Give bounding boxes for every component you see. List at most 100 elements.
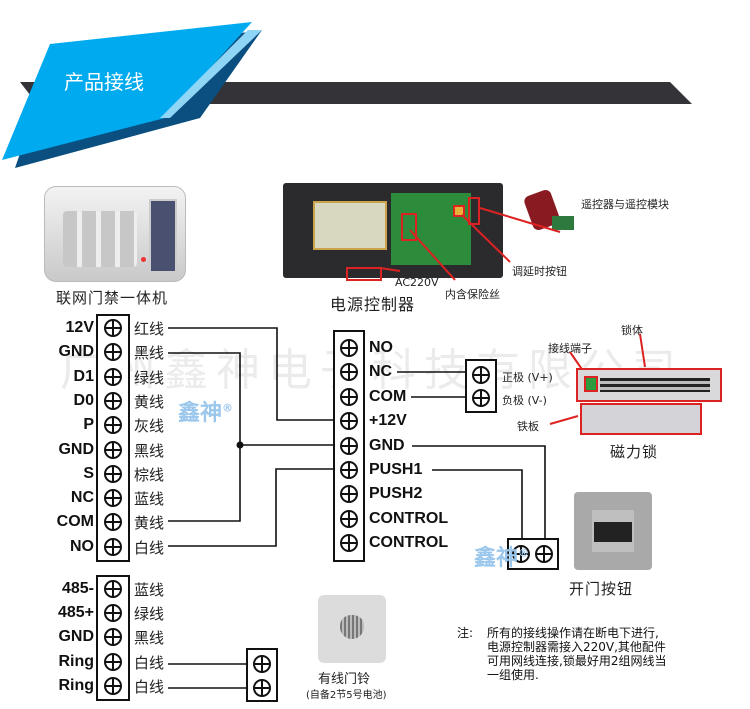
screw-terminal[interactable]: [340, 436, 358, 455]
wire-color-label: 棕线: [134, 465, 165, 484]
ac-highlight: [346, 267, 382, 281]
screw-terminal[interactable]: [104, 440, 122, 459]
doorbell-image[interactable]: [318, 595, 386, 663]
lock-positive-label: 正极 (V+): [502, 371, 553, 384]
lock-negative-label: 负极 (V-): [502, 394, 547, 407]
screw-terminal[interactable]: [104, 513, 122, 532]
exit-terminal-2[interactable]: [535, 545, 553, 563]
screw-terminal[interactable]: [340, 387, 358, 406]
brand-logo-text: 鑫神: [178, 401, 223, 426]
power-pin-label: CONTROL: [369, 534, 449, 552]
wire-color-label: 绿线: [134, 605, 165, 624]
header-title: 产品接线: [64, 70, 144, 94]
doorbell-terminal-1[interactable]: [253, 655, 271, 673]
power-pin-label: GND: [369, 436, 405, 454]
brand-logo-text: 鑫神: [474, 546, 519, 571]
remote-annotation: 遥控器与遥控模块: [581, 198, 669, 211]
screw-terminal[interactable]: [104, 676, 122, 695]
power-controller-caption: 电源控制器: [330, 295, 416, 314]
screw-terminal[interactable]: [104, 464, 122, 483]
pin-label: GND: [58, 628, 94, 646]
screw-terminal[interactable]: [340, 412, 358, 431]
wire-no-to-push1: [168, 468, 333, 547]
screw-terminal[interactable]: [340, 461, 358, 479]
note-line-2: 电源控制器需接入220V,其他配件: [487, 640, 666, 654]
arrow-fuse: [409, 229, 456, 281]
pin-label: Ring: [58, 676, 94, 694]
wire-color-label: 黑线: [134, 441, 165, 460]
wire-color-label: 灰线: [134, 417, 165, 436]
magnetic-lock-caption: 磁力锁: [610, 443, 659, 461]
wire-color-label: 红线: [134, 320, 165, 338]
wire-color-label: 蓝线: [134, 581, 165, 599]
screw-terminal[interactable]: [104, 537, 122, 556]
lock-positive-terminal[interactable]: [472, 366, 490, 384]
keypad: [63, 211, 137, 267]
wire-color-label: 绿线: [134, 368, 165, 387]
exit-terminal-1[interactable]: [512, 545, 530, 563]
exit-button-image[interactable]: [574, 492, 652, 570]
screw-terminal[interactable]: [104, 343, 122, 362]
exit-button-switch: [594, 522, 632, 542]
power-pin-label: NO: [369, 339, 393, 356]
wire-gnd-to-exit: [412, 445, 546, 538]
arrow-plate: [549, 415, 579, 425]
power-pin-label: PUSH2: [369, 485, 423, 503]
brand-logo: 鑫神®: [178, 395, 233, 427]
transformer: [313, 201, 387, 250]
wire-color-label: 黄线: [134, 514, 165, 533]
fuse-highlight: [401, 213, 417, 241]
doorbell-terminal-2[interactable]: [253, 679, 271, 697]
wire-12v-to-plus12v: [168, 327, 333, 421]
lock-terminal-highlight: [584, 376, 598, 392]
arrow-remote: [479, 207, 561, 233]
screw-terminal[interactable]: [104, 628, 122, 647]
screw-terminal[interactable]: [104, 652, 122, 671]
lock-plate-annotation: 铁板: [517, 420, 539, 433]
header-accent: [2, 22, 252, 160]
pin-label: P: [83, 416, 94, 434]
lock-negative-terminal[interactable]: [472, 389, 490, 407]
screw-terminal[interactable]: [104, 580, 122, 598]
power-pin-label: +12V: [369, 412, 407, 430]
power-pin-label: PUSH1: [369, 461, 423, 478]
pin-label: S: [83, 464, 94, 482]
screw-terminal[interactable]: [104, 391, 122, 410]
screw-terminal[interactable]: [340, 485, 358, 504]
pin-label: NO: [70, 537, 94, 555]
power-pin-label: COM: [369, 387, 407, 405]
ac-annotation: AC220V: [395, 276, 439, 289]
pin-label: D0: [73, 391, 94, 409]
arrow-delay: [461, 214, 511, 263]
wire-color-label: 白线: [134, 677, 165, 696]
lock-body-annotation: 锁体: [621, 324, 643, 337]
header-accent-edge: [160, 30, 262, 118]
doorbell-speaker-icon: [340, 615, 364, 639]
wire-color-label: 黄线: [134, 392, 165, 411]
screw-terminal[interactable]: [340, 339, 358, 357]
lock-coil: [600, 378, 710, 392]
screw-terminal[interactable]: [104, 367, 122, 386]
wire-color-label: 黑线: [134, 629, 165, 648]
access-controller-image: [44, 186, 186, 282]
screw-terminal[interactable]: [340, 509, 358, 528]
fuse-annotation: 内含保险丝: [445, 288, 500, 301]
lock-plate-image: [580, 403, 702, 435]
brand-logo-2: 鑫神®: [474, 540, 529, 572]
pin-label: 12V: [65, 319, 94, 336]
screw-terminal[interactable]: [104, 489, 122, 508]
exit-button-caption: 开门按钮: [569, 580, 634, 598]
pin-label: D1: [73, 367, 94, 385]
screw-terminal[interactable]: [104, 416, 122, 435]
screw-terminal[interactable]: [340, 534, 358, 553]
arrow-ac: [379, 267, 401, 272]
pin-label: 485+: [57, 604, 94, 622]
screw-terminal[interactable]: [104, 319, 122, 337]
pin-label: Ring: [58, 652, 94, 670]
screw-terminal[interactable]: [340, 363, 358, 382]
screw-terminal[interactable]: [104, 604, 122, 623]
pin-label: GND: [58, 440, 94, 458]
note-line-4: 一组使用.: [487, 668, 539, 682]
lcd-screen: [149, 199, 177, 273]
